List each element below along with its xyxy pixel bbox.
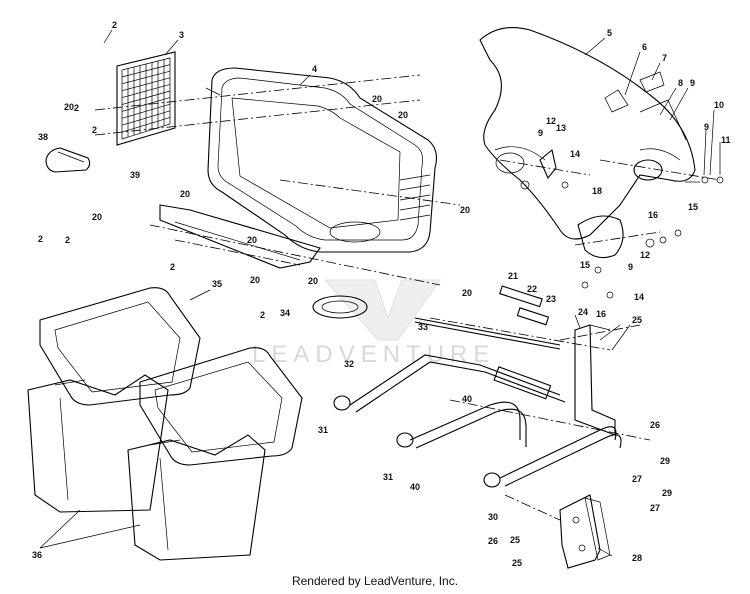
hardware-small-parts [520,148,724,299]
callout-16: 16 [648,210,658,220]
callout-14: 14 [634,292,644,302]
callout-24: 24 [578,307,588,317]
callout-5: 5 [607,28,612,38]
callout-2: 2 [65,235,70,245]
callout-2: 2 [74,103,79,113]
gasket-ring [312,295,368,319]
callout-27: 27 [632,474,642,484]
watermark-text: LEADVENTURE [252,341,495,368]
callout-38: 38 [38,132,48,142]
callout-11: 11 [721,135,731,145]
callout-9: 9 [538,128,543,138]
latch-bracket [45,147,91,173]
rear-screen [116,51,176,146]
callout-12: 12 [640,250,650,260]
callout-2: 2 [260,310,265,320]
callout-25: 25 [512,558,522,568]
hopper-lid [207,67,437,253]
callout-6: 6 [642,42,647,52]
lower-bracket [559,494,611,569]
callout-2: 2 [112,20,117,30]
end-caps [333,395,501,488]
callout-20: 20 [250,275,260,285]
callout-15: 15 [688,202,698,212]
callout-36: 36 [32,550,42,560]
callout-20: 20 [460,205,470,215]
watermark-logo: LEADVENTURE [252,279,495,368]
callout-35: 35 [212,279,222,289]
callout-25: 25 [632,315,642,325]
callout-39: 39 [130,170,140,180]
callout-12: 12 [546,116,556,126]
callout-3: 3 [179,30,184,40]
callout-20: 20 [180,189,190,199]
grass-bags [27,287,303,561]
callout-26: 26 [488,536,498,546]
callout-31: 31 [383,472,393,482]
callout-18: 18 [592,186,602,196]
callout-8: 8 [678,78,683,88]
callout-33: 33 [418,322,428,332]
mount-bracket [574,324,616,436]
callout-30: 30 [488,512,498,522]
discharge-chute [479,27,696,240]
callout-26: 26 [650,420,660,430]
callout-40: 40 [462,394,472,404]
callout-7: 7 [662,53,667,63]
callout-2: 2 [170,262,175,272]
callout-34: 34 [280,308,290,318]
callout-20: 20 [462,288,472,298]
callout-10: 10 [714,100,724,110]
callout-20: 20 [308,276,318,286]
callout-40: 40 [410,482,420,492]
callout-29: 29 [662,488,672,498]
springs [499,285,550,326]
callout-28: 28 [632,553,642,563]
callout-9: 9 [690,78,695,88]
callout-20: 20 [372,94,382,104]
callout-9: 9 [704,122,709,132]
callout-23: 23 [546,294,556,304]
footer-credit: Rendered by LeadVenture, Inc. [291,574,459,588]
callout-20: 20 [92,212,102,222]
callout-2: 2 [38,234,43,244]
callout-29: 29 [660,456,670,466]
callout-2: 2 [92,125,97,135]
leader-lines [39,29,721,557]
callout-20: 20 [64,102,74,112]
callout-27: 27 [650,503,660,513]
callout-13: 13 [556,123,566,133]
deflector-plate [159,204,321,269]
callout-9: 9 [628,262,633,272]
callout-15: 15 [580,260,590,270]
callout-16: 16 [596,309,606,319]
callout-14: 14 [570,149,580,159]
callout-20: 20 [398,110,408,120]
bag-frame [349,317,622,487]
callout-4: 4 [312,64,317,74]
callout-25: 25 [510,535,520,545]
callout-20: 20 [247,235,257,245]
callout-31: 31 [318,425,328,435]
callout-32: 32 [344,359,354,369]
callout-21: 21 [508,271,518,281]
callout-22: 22 [527,284,537,294]
